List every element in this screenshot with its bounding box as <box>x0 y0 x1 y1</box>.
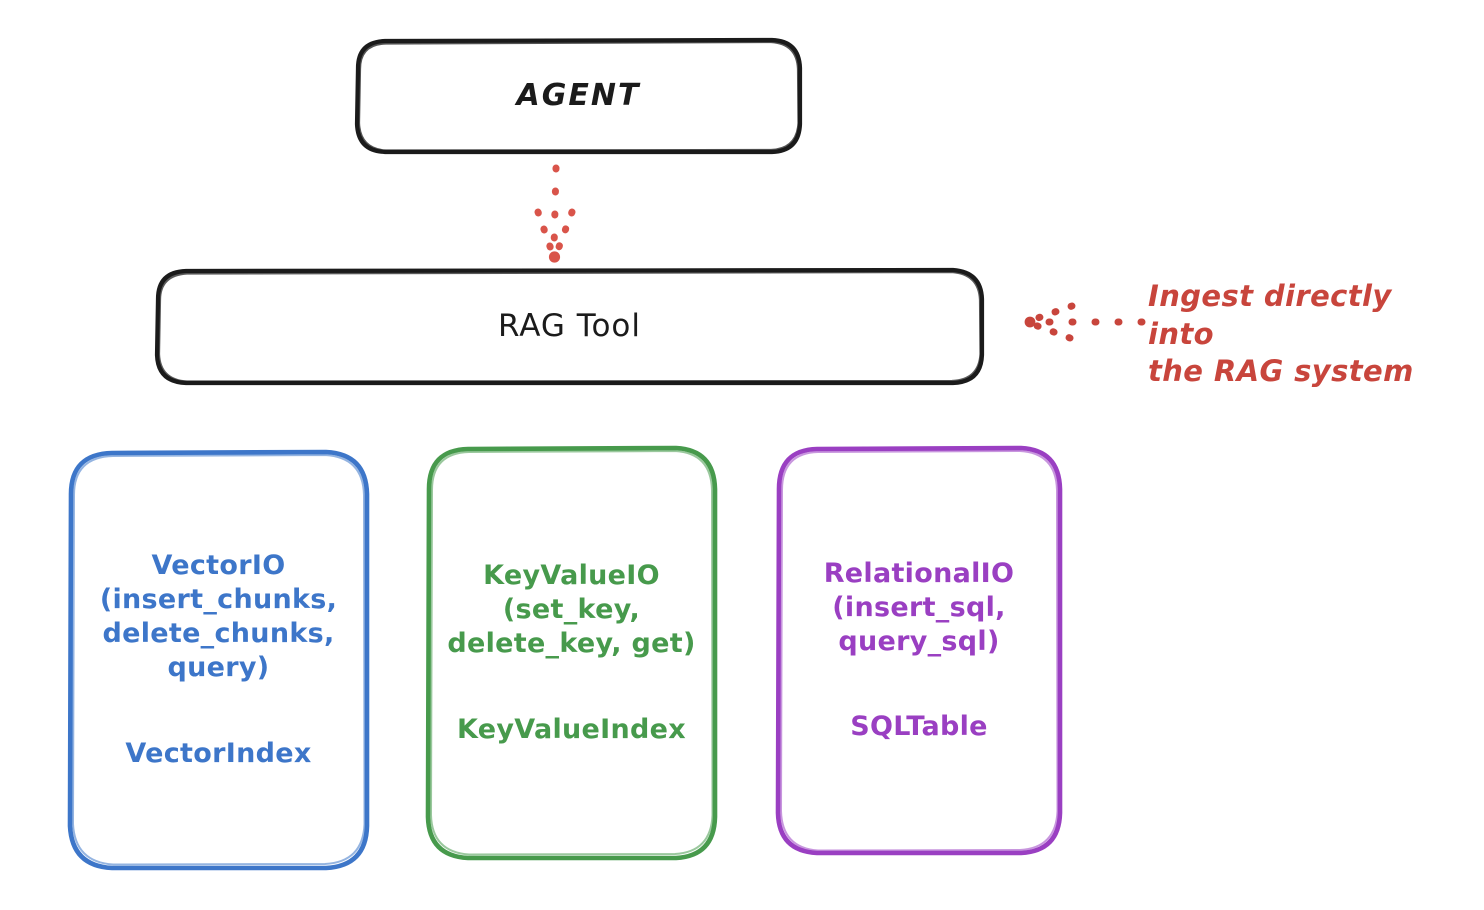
vector-io-label: VectorIO (insert_chunks, delete_chunks, … <box>70 452 367 868</box>
rag-tool-box[interactable] <box>154 267 985 386</box>
ingest-annotation-text: Ingest directly into the RAG system <box>1148 279 1414 389</box>
vector-io-index-label: VectorIndex <box>125 737 312 769</box>
relational-io-box[interactable] <box>775 445 1063 856</box>
relational-io-index-label: SQLTable <box>850 711 988 743</box>
agent-label: AGENT <box>516 77 641 113</box>
key-value-io-label: KeyValueIO (set_key, delete_key, get) Ke… <box>428 448 715 858</box>
vector-io-api-label: VectorIO (insert_chunks, delete_chunks, … <box>99 550 338 684</box>
key-value-io-index-label: KeyValueIndex <box>456 713 686 745</box>
relational-io-label: RelationalIO (insert_sql, query_sql) SQL… <box>778 448 1060 853</box>
key-value-io-box[interactable] <box>425 445 718 861</box>
agent-box[interactable] <box>354 37 803 155</box>
vector-io-box[interactable] <box>67 449 370 871</box>
key-value-io-api-label: KeyValueIO (set_key, delete_key, get) <box>447 560 696 660</box>
rag-tool-label: RAG Tool <box>497 307 642 344</box>
ingest-arrow <box>1024 302 1146 342</box>
relational-io-api-label: RelationalIO (insert_sql, query_sql) <box>823 557 1015 657</box>
agent-to-rag-tool-arrow <box>534 164 576 263</box>
